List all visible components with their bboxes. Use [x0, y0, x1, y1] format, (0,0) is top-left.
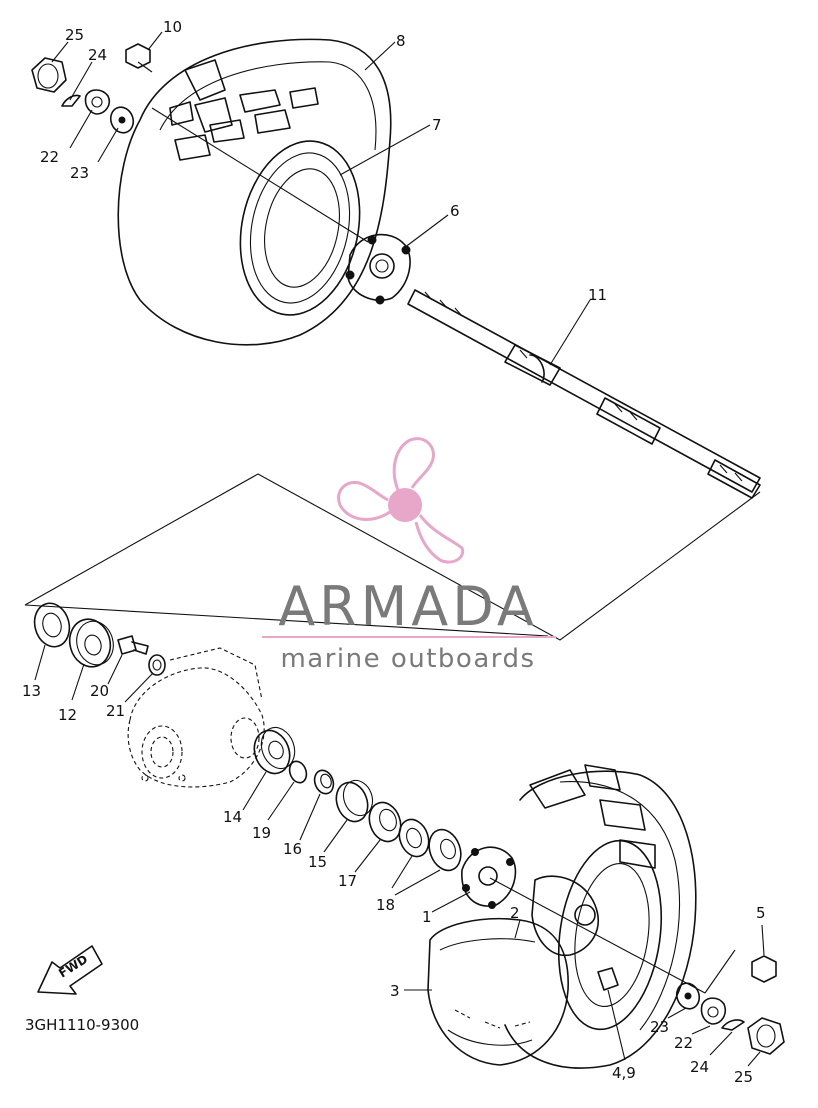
- callout-3: 3: [390, 982, 400, 1000]
- callout-14: 14: [223, 808, 242, 826]
- washer-top: [109, 106, 135, 134]
- hub-nut-5: [751, 955, 777, 983]
- washer-bottom: [675, 982, 701, 1010]
- callout-16: 16: [283, 840, 302, 858]
- oil-seal-13: [33, 602, 71, 648]
- callout-19: 19: [252, 824, 271, 842]
- callout-4-9: 4,9: [612, 1064, 636, 1082]
- callout-11: 11: [588, 286, 607, 304]
- cotter-pin-top: [61, 94, 81, 107]
- callout-20: 20: [90, 682, 109, 700]
- rear-tire-bottom: [504, 764, 697, 1069]
- axle-nut-bottom: [700, 997, 727, 1025]
- callout-5: 5: [756, 904, 766, 922]
- callout-8: 8: [396, 32, 406, 50]
- wheel-rim-3: [427, 917, 569, 1066]
- washer-21: [148, 654, 166, 676]
- callout-labels: 25 24 10 8 22 23 7 6 11 13 12 20 21 14 1…: [22, 18, 766, 1086]
- callout-25-top: 25: [65, 26, 84, 44]
- bearing-housing: [127, 647, 265, 788]
- callout-1: 1: [422, 908, 432, 926]
- callout-25-bottom: 25: [734, 1068, 753, 1086]
- callout-7: 7: [432, 116, 442, 134]
- callout-21: 21: [106, 702, 125, 720]
- fwd-arrow-icon: FWD: [37, 945, 103, 995]
- part-code: 3GH1110-9300: [25, 1016, 139, 1034]
- callout-13: 13: [22, 682, 41, 700]
- callout-10: 10: [163, 18, 182, 36]
- callout-24-top: 24: [88, 46, 107, 64]
- wheel-hub-top: [345, 233, 411, 305]
- rear-tire-top: [117, 38, 392, 346]
- bearing-12: [68, 618, 114, 668]
- rim-center-2: [531, 875, 599, 957]
- hub-nut-10: [125, 43, 151, 69]
- callout-18: 18: [376, 896, 395, 914]
- callout-23-bottom: 23: [650, 1018, 669, 1036]
- hub-1-bottom: [461, 846, 517, 909]
- bolt-20: [117, 635, 149, 655]
- callout-17: 17: [338, 872, 357, 890]
- rear-axle: [407, 289, 761, 499]
- oil-seals-18: [398, 818, 462, 872]
- callout-22-top: 22: [40, 148, 59, 166]
- axle-nut-cap-top: [31, 57, 67, 93]
- armada-logo-icon: [337, 437, 465, 564]
- spacer-16: [313, 769, 335, 795]
- axle-nut-cap-bottom: [747, 1017, 785, 1055]
- axle-nut-top: [84, 89, 111, 115]
- cotter-pin-bottom: [721, 1019, 745, 1031]
- bearing-14: [253, 726, 296, 775]
- callout-22-bottom: 22: [674, 1034, 693, 1052]
- callout-6: 6: [450, 202, 460, 220]
- valve-stud-4-9: [597, 967, 619, 991]
- callout-15: 15: [308, 853, 327, 871]
- callout-12: 12: [58, 706, 77, 724]
- collar-17: [368, 801, 402, 843]
- callout-23-top: 23: [70, 164, 89, 182]
- watermark-tagline: marine outboards: [280, 644, 535, 674]
- callout-2: 2: [510, 904, 520, 922]
- bearing-15: [335, 779, 374, 823]
- circlip-19: [288, 760, 308, 784]
- watermark-brand: ARMADA: [278, 575, 538, 638]
- callout-24-bottom: 24: [690, 1058, 709, 1076]
